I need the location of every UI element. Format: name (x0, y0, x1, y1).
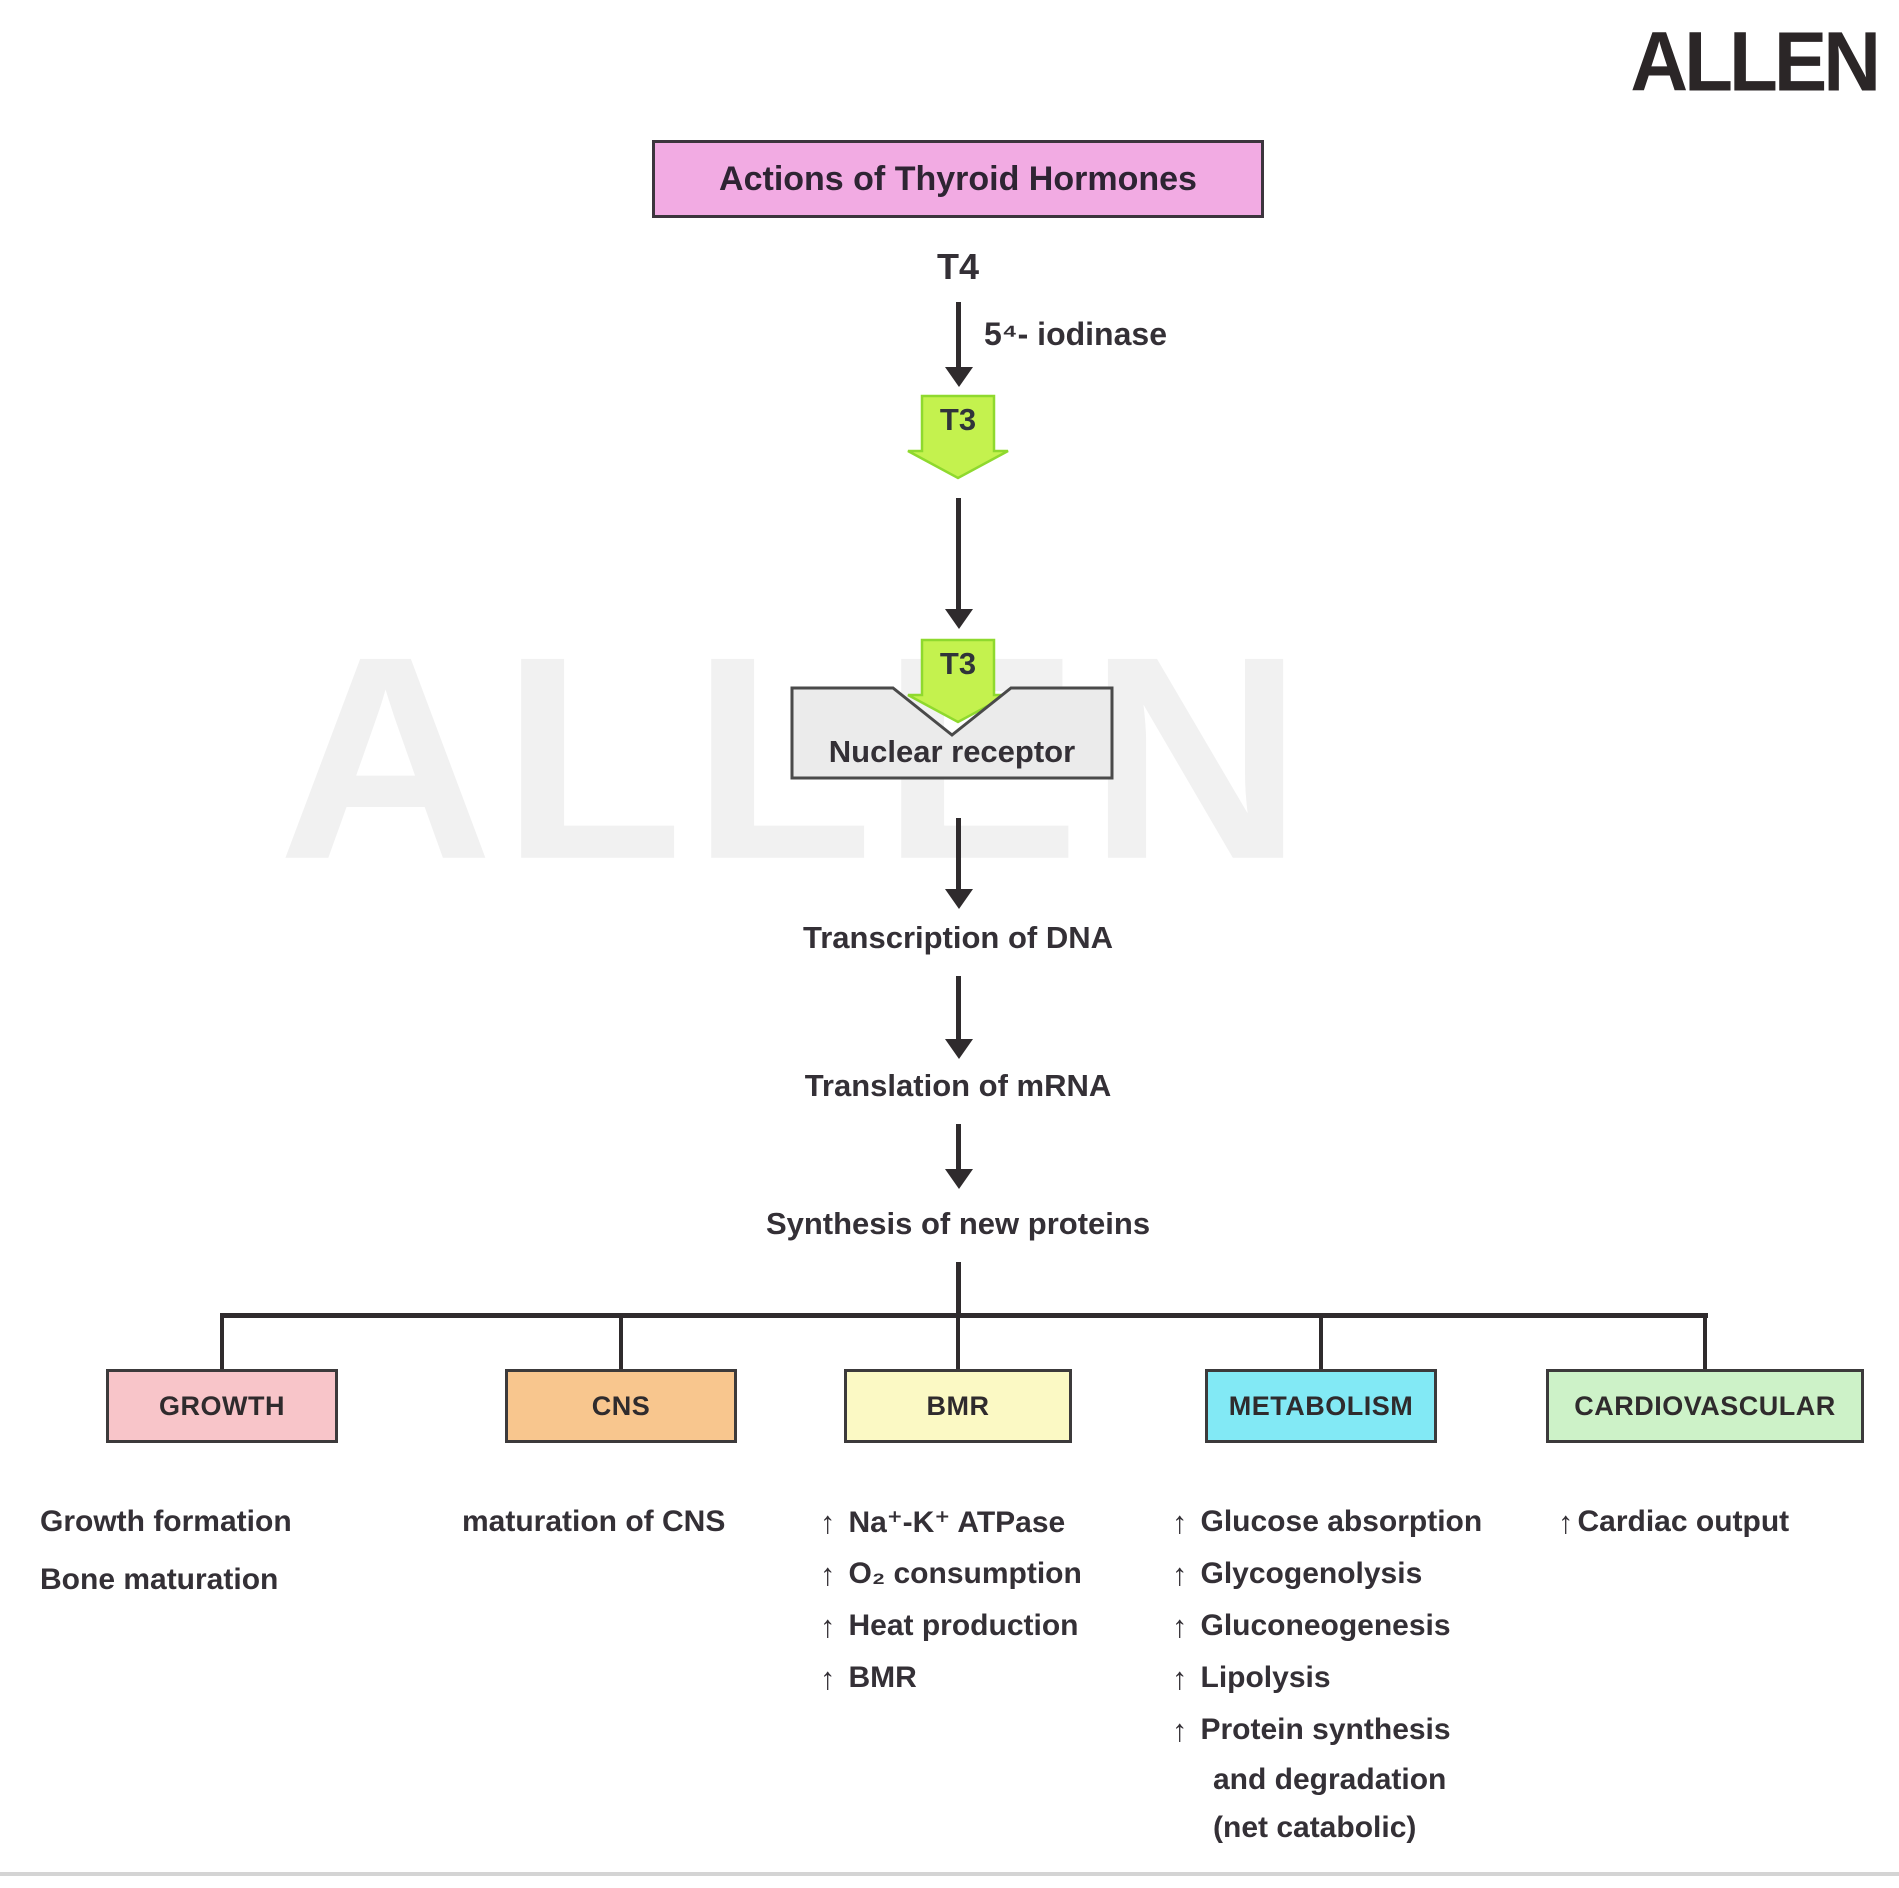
bmr-list: ↑ Na⁺-K⁺ ATPase ↑ O₂ consumption ↑ Heat … (820, 1496, 1082, 1704)
list-item-text: Gluconeogenesis (1200, 1609, 1451, 1642)
list-item-text: Na⁺-K⁺ ATPase (848, 1505, 1066, 1539)
metabolism-label: METABOLISM (1228, 1390, 1414, 1421)
arrow-t4-to-t3 (956, 302, 961, 368)
list-item-text: Growth formation (40, 1505, 292, 1538)
nuclear-receptor-shape (790, 686, 1114, 780)
list-item: ↑ Na⁺-K⁺ ATPase (820, 1496, 1082, 1548)
increase-arrow-icon: ↑ (1172, 1556, 1188, 1592)
tree-crossbar (220, 1313, 1708, 1318)
list-item-text: Glucose absorption (1200, 1505, 1483, 1538)
t3-pointer-shape (907, 394, 1009, 480)
list-item: ↑ BMR (820, 1652, 1082, 1704)
increase-arrow-icon: ↑ (1558, 1504, 1574, 1540)
growth-box: GROWTH (106, 1369, 338, 1443)
bmr-box: BMR (844, 1369, 1072, 1443)
tree-drop-cns (619, 1316, 623, 1370)
list-item: ↑ O₂ consumption (820, 1548, 1082, 1600)
tree-drop-metabolism (1319, 1316, 1323, 1370)
increase-arrow-icon: ↑ (820, 1556, 836, 1592)
arrow-receptor-to-transcription (956, 818, 961, 890)
list-item-continuation: and degradation (1172, 1756, 1482, 1804)
increase-arrow-icon: ↑ (820, 1608, 836, 1644)
list-item: ↑ Glycogenolysis (1172, 1548, 1482, 1600)
tree-stem (956, 1262, 961, 1317)
tree-drop-bmr (956, 1316, 960, 1370)
diagram-title: Actions of Thyroid Hormones (719, 159, 1197, 198)
t3-upper-label: T3 (939, 402, 977, 437)
cardiovascular-label: CARDIOVASCULAR (1574, 1390, 1836, 1421)
list-item-text: O₂ consumption (848, 1557, 1082, 1590)
allen-logo: ALLEN (1630, 15, 1881, 109)
list-item: ↑ Protein synthesis (1172, 1704, 1482, 1756)
increase-arrow-icon: ↑ (1172, 1712, 1188, 1748)
arrow-transcription-to-translation (956, 976, 961, 1040)
t4-label: T4 (936, 246, 980, 287)
increase-arrow-icon: ↑ (1172, 1504, 1188, 1540)
list-item-text: (net catabolic) (1213, 1811, 1417, 1844)
arrow-t3-to-t3 (956, 498, 961, 610)
t3-upper-pointer: T3 (906, 394, 1010, 480)
step-synthesis: Synthesis of new proteins (765, 1206, 1151, 1241)
increase-arrow-icon: ↑ (1172, 1660, 1188, 1696)
nuclear-receptor-label: Nuclear receptor (828, 734, 1076, 769)
list-item-text: Cardiac output (1577, 1505, 1790, 1538)
bottom-divider (0, 1872, 1899, 1876)
metabolism-list: ↑ Glucose absorption ↑ Glycogenolysis ↑ … (1172, 1496, 1482, 1852)
list-item-text: Lipolysis (1200, 1661, 1331, 1694)
cardiovascular-list: ↑ Cardiac output (1558, 1493, 1789, 1551)
metabolism-box: METABOLISM (1205, 1369, 1437, 1443)
t3-lower-pointer: T3 (906, 638, 1010, 724)
list-item: ↑ Gluconeogenesis (1172, 1600, 1482, 1652)
list-item: Growth formation (40, 1493, 292, 1551)
title-box: Actions of Thyroid Hormones (652, 140, 1264, 218)
nuclear-receptor-box (790, 686, 1114, 780)
increase-arrow-icon: ↑ (820, 1504, 836, 1540)
list-item-text: and degradation (1213, 1763, 1447, 1796)
cns-label: CNS (591, 1390, 651, 1421)
enzyme-label: 5⁴- iodinase (984, 316, 1167, 352)
tree-drop-cardiovascular (1703, 1316, 1707, 1370)
increase-arrow-icon: ↑ (1172, 1608, 1188, 1644)
increase-arrow-icon: ↑ (820, 1660, 836, 1696)
cns-list: maturation of CNS (462, 1493, 725, 1551)
growth-list: Growth formation Bone maturation (40, 1493, 292, 1609)
list-item-text: BMR (848, 1661, 917, 1694)
cardiovascular-box: CARDIOVASCULAR (1546, 1369, 1864, 1443)
arrow-translation-to-synthesis (956, 1124, 961, 1170)
list-item-text: Heat production (848, 1609, 1079, 1642)
list-item: ↑ Cardiac output (1558, 1493, 1789, 1551)
list-item-text: Bone maturation (40, 1563, 279, 1596)
cns-box: CNS (505, 1369, 737, 1443)
list-item-text: Glycogenolysis (1200, 1557, 1423, 1590)
list-item: ↑ Glucose absorption (1172, 1496, 1482, 1548)
list-item: ↑ Heat production (820, 1600, 1082, 1652)
bmr-label: BMR (926, 1390, 990, 1421)
list-item: maturation of CNS (462, 1493, 725, 1551)
list-item: ↑ Lipolysis (1172, 1652, 1482, 1704)
t3-lower-label: T3 (939, 646, 977, 681)
list-item-text: Protein synthesis (1200, 1713, 1451, 1746)
list-item-continuation: (net catabolic) (1172, 1804, 1482, 1852)
step-translation: Translation of mRNA (804, 1068, 1112, 1103)
list-item: Bone maturation (40, 1551, 292, 1609)
tree-drop-growth (220, 1316, 224, 1370)
step-transcription: Transcription of DNA (802, 920, 1114, 955)
growth-label: GROWTH (159, 1390, 285, 1421)
list-item-text: maturation of CNS (462, 1505, 726, 1538)
